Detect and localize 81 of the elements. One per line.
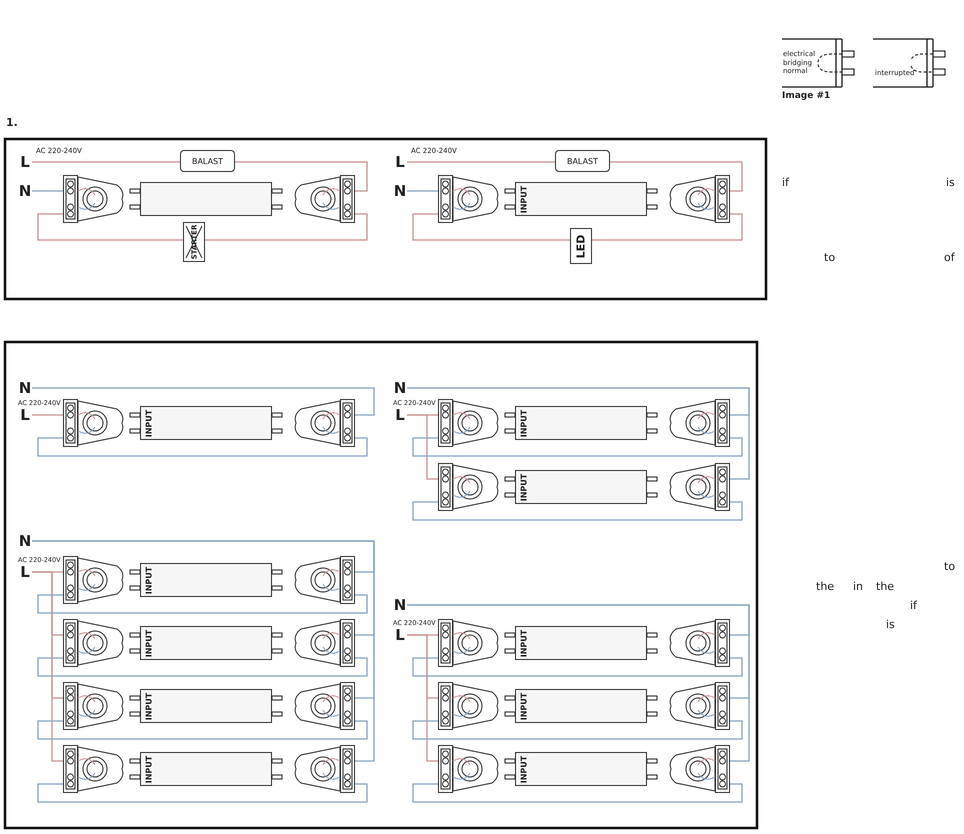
led-tube bbox=[515, 182, 647, 216]
wire bbox=[412, 213, 570, 241]
led-tube bbox=[515, 470, 647, 504]
text-label: is bbox=[886, 619, 895, 630]
wire bbox=[32, 540, 375, 762]
text-label: the bbox=[816, 581, 834, 592]
wire bbox=[412, 657, 743, 677]
wire bbox=[37, 783, 368, 803]
line-letter: L bbox=[20, 155, 30, 170]
wire bbox=[407, 387, 750, 480]
wire bbox=[407, 190, 438, 192]
component-label: INPUT bbox=[144, 629, 154, 657]
component-label: INPUT bbox=[519, 473, 528, 501]
led-tube bbox=[515, 626, 647, 660]
wire bbox=[32, 161, 180, 163]
led-tube bbox=[515, 689, 647, 723]
component-label: INPUT bbox=[519, 629, 528, 657]
text-label: to bbox=[944, 561, 956, 572]
text-label: if bbox=[910, 600, 917, 611]
led-tube bbox=[140, 406, 272, 440]
line-letter: N bbox=[18, 381, 32, 396]
wire bbox=[407, 634, 438, 762]
component-label: INPUT bbox=[519, 755, 528, 783]
led-tube bbox=[140, 563, 272, 597]
wire bbox=[610, 161, 743, 192]
line-letter: L bbox=[395, 408, 405, 423]
text-label: if bbox=[782, 177, 789, 188]
line-letter: N bbox=[18, 184, 32, 199]
line-letter: N bbox=[394, 598, 406, 613]
text-label: the bbox=[876, 581, 894, 592]
wire bbox=[412, 720, 743, 740]
wire bbox=[37, 594, 368, 614]
text-label: of bbox=[944, 252, 955, 263]
wire bbox=[235, 161, 368, 192]
led-tube bbox=[140, 626, 272, 660]
component-label: INPUT bbox=[144, 755, 154, 783]
line-letter: L bbox=[395, 155, 405, 170]
wire bbox=[412, 783, 743, 803]
component-label: INPUT bbox=[519, 185, 528, 213]
component-label: LED bbox=[574, 234, 588, 258]
line-letter: N bbox=[18, 534, 32, 549]
wire bbox=[205, 213, 368, 241]
wire bbox=[592, 213, 743, 241]
component-label: INPUT bbox=[144, 409, 154, 437]
wire bbox=[32, 387, 375, 416]
wire bbox=[407, 161, 555, 163]
component-label: BALAST bbox=[192, 156, 224, 166]
text-label: in bbox=[853, 581, 864, 592]
wire bbox=[412, 437, 743, 457]
wire bbox=[37, 720, 368, 740]
tube-shape bbox=[140, 182, 272, 216]
wire bbox=[407, 414, 438, 480]
ballast-box bbox=[180, 150, 235, 172]
wire bbox=[32, 414, 63, 416]
wire bbox=[37, 213, 183, 241]
led-starter-box bbox=[570, 228, 592, 264]
wire bbox=[37, 437, 368, 457]
wire bbox=[32, 571, 63, 762]
wire bbox=[407, 604, 750, 762]
component-label: INPUT bbox=[519, 409, 528, 437]
component-label: INPUT bbox=[144, 692, 154, 720]
node-label: Image #1 bbox=[782, 91, 830, 101]
wire bbox=[37, 657, 368, 677]
text-label: is bbox=[946, 177, 955, 188]
led-tube bbox=[515, 752, 647, 786]
ballast-box bbox=[555, 150, 610, 172]
text-label: to bbox=[824, 252, 836, 263]
line-letter: L bbox=[395, 628, 405, 643]
line-letter: N bbox=[394, 381, 406, 396]
component-label: INPUT bbox=[144, 566, 154, 594]
text-label: 1. bbox=[6, 117, 18, 128]
line-letter: L bbox=[20, 565, 30, 580]
wire bbox=[32, 190, 63, 192]
led-tube bbox=[140, 752, 272, 786]
led-tube bbox=[140, 689, 272, 723]
line-letter: N bbox=[394, 184, 406, 199]
led-tube bbox=[515, 406, 647, 440]
wire bbox=[412, 501, 743, 521]
line-letter: L bbox=[20, 408, 30, 423]
component-label: INPUT bbox=[519, 692, 528, 720]
component-label: BALAST bbox=[566, 156, 598, 166]
